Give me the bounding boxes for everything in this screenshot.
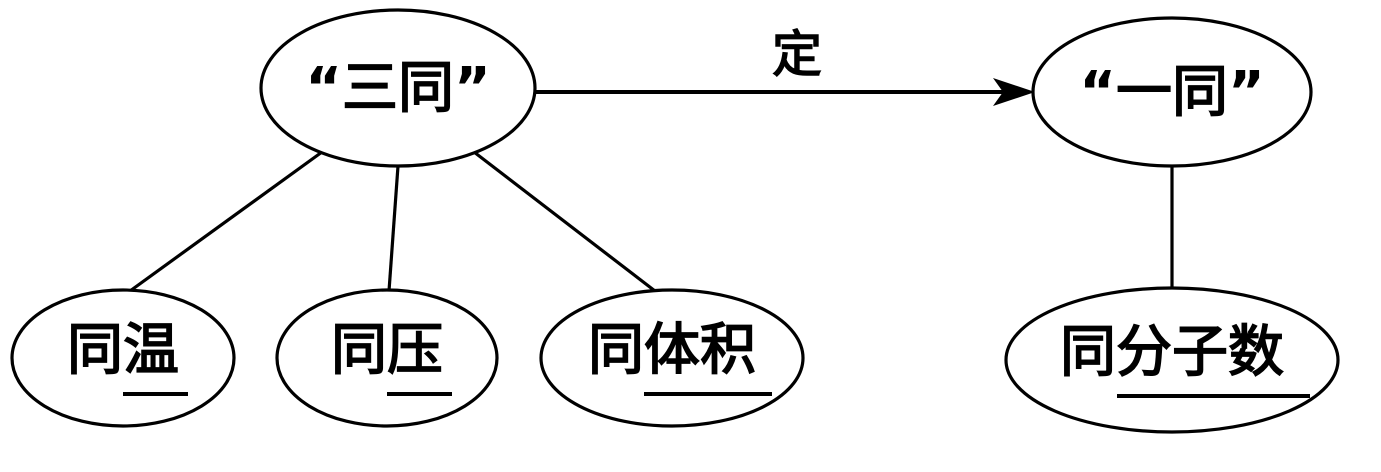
node-same-pressure-label: 同压 xyxy=(331,318,443,383)
node-same-molecule-count-label: 同分子数 xyxy=(1060,320,1284,385)
node-three-same-label: “三同” xyxy=(305,56,491,121)
arrow-head-icon xyxy=(993,78,1035,106)
connector-three-same-to-same-temperature xyxy=(129,150,323,293)
node-same-temperature-label: 同温 xyxy=(67,318,179,383)
connector-three-same-to-same-volume xyxy=(473,150,656,293)
connector-three-same-to-same-pressure xyxy=(387,165,400,292)
node-three-same[interactable]: “三同” xyxy=(259,8,537,168)
connector-group xyxy=(129,150,1174,293)
node-same-volume[interactable]: 同体积 xyxy=(539,288,805,428)
node-one-same[interactable]: “一同” xyxy=(1031,16,1313,168)
arrow-three-same-to-one-same xyxy=(535,78,1035,106)
edge-label-ding: 定 xyxy=(772,26,822,84)
node-one-same-ellipse xyxy=(1031,16,1313,168)
node-three-same-ellipse xyxy=(259,8,537,168)
node-one-same-label: “一同” xyxy=(1079,60,1265,125)
node-same-volume-label: 同体积 xyxy=(588,318,756,383)
node-same-molecule-count[interactable]: 同分子数 xyxy=(1004,286,1340,434)
node-same-pressure[interactable]: 同压 xyxy=(275,288,499,428)
node-same-temperature[interactable]: 同温 xyxy=(10,288,236,428)
